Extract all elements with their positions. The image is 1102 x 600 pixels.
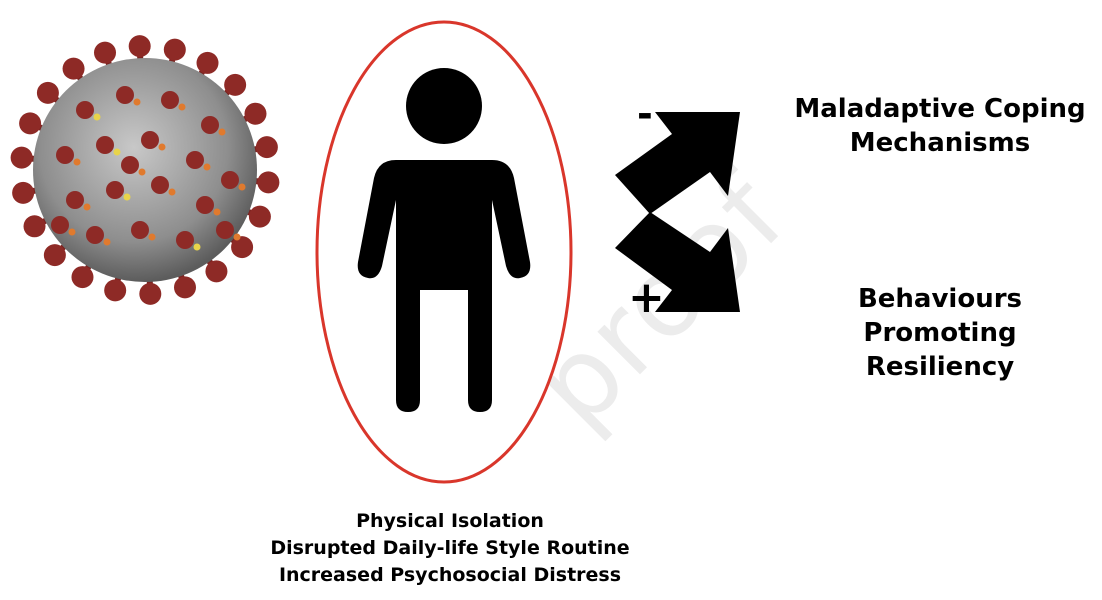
spike-head bbox=[11, 147, 33, 169]
stress-factors-list: Physical Isolation Disrupted Daily-life … bbox=[240, 508, 660, 589]
surface-dot bbox=[149, 234, 156, 241]
surface-dot bbox=[114, 149, 121, 156]
surface-spike bbox=[131, 221, 149, 239]
surface-spike bbox=[151, 176, 169, 194]
surface-dot bbox=[214, 209, 221, 216]
surface-spike bbox=[176, 231, 194, 249]
person-icon bbox=[358, 68, 531, 412]
label-line: Behaviours Promoting bbox=[790, 282, 1090, 350]
spike-head bbox=[139, 283, 161, 305]
surface-spike bbox=[106, 181, 124, 199]
label-line: Resiliency bbox=[790, 350, 1090, 384]
spike-head bbox=[224, 74, 246, 96]
surface-spike bbox=[96, 136, 114, 154]
spike-head bbox=[231, 236, 253, 258]
spike-head bbox=[205, 260, 227, 282]
surface-spike bbox=[86, 226, 104, 244]
factor-item: Disrupted Daily-life Style Routine bbox=[240, 535, 660, 562]
surface-dot bbox=[124, 194, 131, 201]
surface-spike bbox=[196, 196, 214, 214]
surface-spike bbox=[161, 91, 179, 109]
arrow-up-right-icon bbox=[615, 112, 740, 214]
label-line: Mechanisms bbox=[790, 126, 1090, 160]
surface-spike bbox=[201, 116, 219, 134]
spike-head bbox=[19, 112, 41, 134]
spike-head bbox=[63, 58, 85, 80]
spike-head bbox=[94, 42, 116, 64]
surface-dot bbox=[159, 144, 166, 151]
spike-head bbox=[44, 244, 66, 266]
maladaptive-coping-label: Maladaptive Coping Mechanisms bbox=[790, 92, 1090, 160]
spike-head bbox=[174, 276, 196, 298]
spike-head bbox=[129, 35, 151, 57]
surface-dot bbox=[69, 229, 76, 236]
surface-dot bbox=[134, 99, 141, 106]
surface-dot bbox=[179, 104, 186, 111]
surface-dot bbox=[74, 159, 81, 166]
surface-spike bbox=[141, 131, 159, 149]
spike-head bbox=[197, 52, 219, 74]
surface-spike bbox=[186, 151, 204, 169]
spike-head bbox=[257, 171, 279, 193]
surface-dot bbox=[234, 234, 241, 241]
resiliency-label: Behaviours Promoting Resiliency bbox=[790, 282, 1090, 384]
virus-body bbox=[33, 58, 257, 282]
surface-dot bbox=[94, 114, 101, 121]
spike-head bbox=[24, 215, 46, 237]
surface-spike bbox=[51, 216, 69, 234]
surface-dot bbox=[239, 184, 246, 191]
surface-dot bbox=[104, 239, 111, 246]
surface-dot bbox=[139, 169, 146, 176]
spike-head bbox=[249, 206, 271, 228]
spike-head bbox=[71, 266, 93, 288]
negative-sign: - bbox=[637, 92, 653, 136]
positive-sign: + bbox=[628, 272, 665, 323]
surface-dot bbox=[194, 244, 201, 251]
factor-item: Increased Psychosocial Distress bbox=[240, 562, 660, 589]
surface-spike bbox=[66, 191, 84, 209]
coronavirus-icon bbox=[11, 35, 280, 305]
surface-spike bbox=[121, 156, 139, 174]
spike-head bbox=[12, 182, 34, 204]
surface-spike bbox=[216, 221, 234, 239]
spike-head bbox=[244, 103, 266, 125]
spike-head bbox=[104, 279, 126, 301]
surface-dot bbox=[204, 164, 211, 171]
factor-item: Physical Isolation bbox=[240, 508, 660, 535]
spike-head bbox=[37, 82, 59, 104]
surface-dot bbox=[219, 129, 226, 136]
surface-spike bbox=[116, 86, 134, 104]
spike-head bbox=[164, 39, 186, 61]
surface-spike bbox=[221, 171, 239, 189]
label-line: Maladaptive Coping bbox=[790, 92, 1090, 126]
surface-dot bbox=[169, 189, 176, 196]
surface-spike bbox=[56, 146, 74, 164]
surface-spike bbox=[76, 101, 94, 119]
surface-dot bbox=[84, 204, 91, 211]
spike-head bbox=[256, 136, 278, 158]
